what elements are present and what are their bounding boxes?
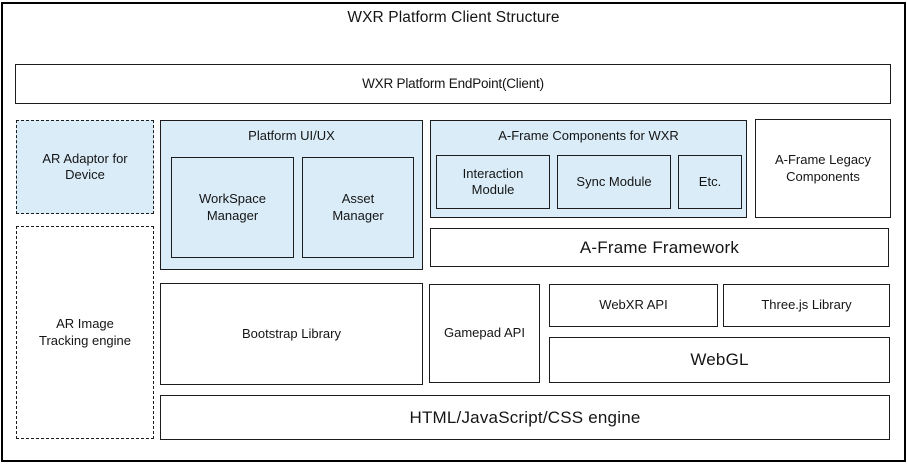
container-label: A-Frame Components for WXR — [498, 128, 679, 143]
box-label: A-Frame Legacy Components — [774, 152, 872, 184]
box-label: Interaction Module — [462, 165, 524, 197]
box-label: WXR Platform EndPoint(Client) — [362, 75, 544, 91]
box-label: WebXR API — [599, 297, 668, 313]
box-label: Three.js Library — [761, 297, 852, 313]
box-label: WebGL — [690, 350, 749, 370]
box-workspace-manager: WorkSpace Manager — [171, 157, 294, 258]
box-label: Asset Manager — [332, 191, 384, 223]
box-etc: Etc. — [678, 155, 742, 209]
box-webxr-api: WebXR API — [549, 284, 718, 327]
box-aframe-legacy-components: A-Frame Legacy Components — [755, 119, 891, 218]
box-asset-manager: Asset Manager — [302, 157, 414, 258]
box-label: AR Image Tracking engine — [38, 316, 131, 348]
box-label: HTML/JavaScript/CSS engine — [409, 407, 641, 427]
box-label: A-Frame Framework — [579, 237, 740, 257]
box-label: Bootstrap Library — [242, 325, 341, 341]
box-sync-module: Sync Module — [557, 155, 671, 209]
box-threejs-library: Three.js Library — [723, 284, 890, 327]
box-ar-adaptor-for-device: AR Adaptor for Device — [16, 120, 154, 214]
box-ar-image-tracking-engine: AR Image Tracking engine — [16, 226, 154, 439]
box-gamepad-api: Gamepad API — [429, 284, 540, 383]
box-label: Gamepad API — [444, 325, 525, 341]
box-wxr-platform-endpoint: WXR Platform EndPoint(Client) — [15, 64, 891, 104]
box-aframe-framework: A-Frame Framework — [430, 228, 889, 267]
container-label: Platform UI/UX — [248, 128, 335, 143]
box-html-javascript-css-engine: HTML/JavaScript/CSS engine — [160, 395, 890, 440]
box-label: Etc. — [698, 173, 722, 189]
box-label: Sync Module — [576, 173, 652, 189]
box-interaction-module: Interaction Module — [436, 155, 550, 209]
box-bootstrap-library: Bootstrap Library — [160, 283, 423, 385]
box-webgl: WebGL — [549, 337, 890, 383]
page-title: WXR Platform Client Structure — [347, 9, 560, 26]
box-label: AR Adaptor for Device — [42, 150, 128, 182]
box-label: WorkSpace Manager — [199, 191, 266, 223]
